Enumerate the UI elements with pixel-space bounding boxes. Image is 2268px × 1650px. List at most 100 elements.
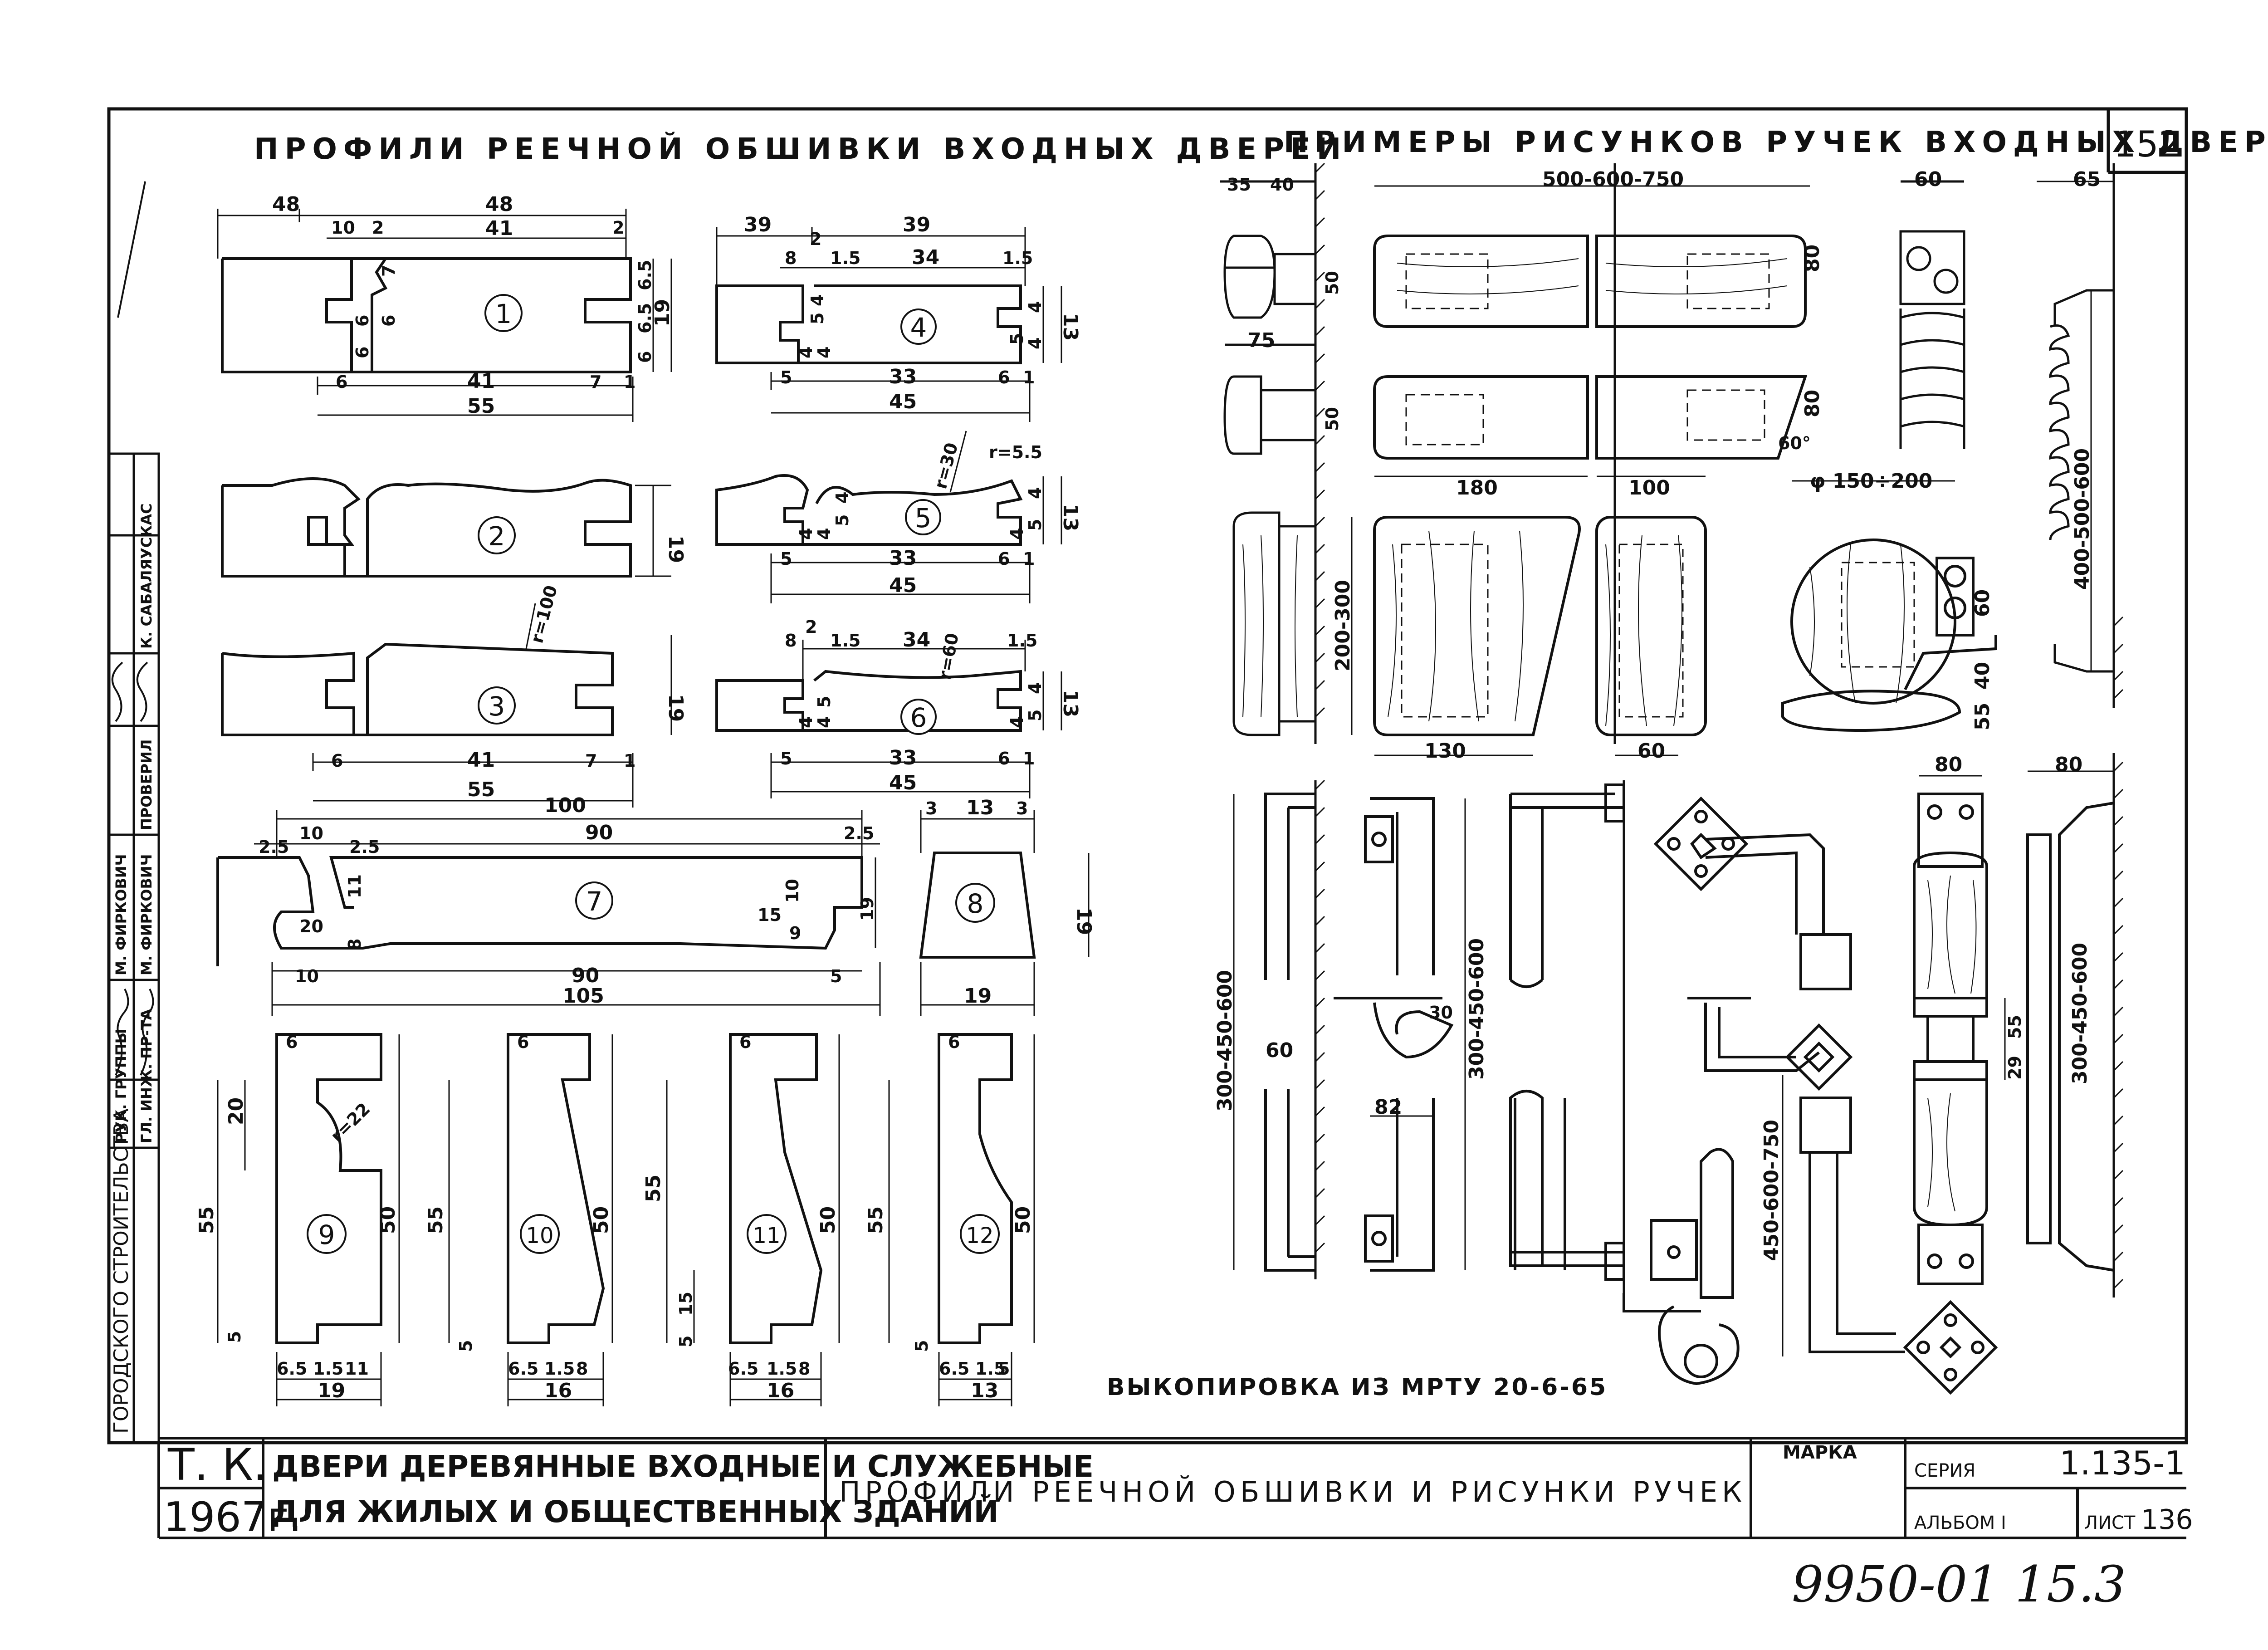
profile-number-6: 6 (910, 702, 927, 733)
h-i1: 29 (2005, 1056, 2025, 1080)
p6-r: r=60 (935, 632, 963, 681)
p7-a8: 19 (857, 897, 877, 921)
p8-t2: 13 (966, 796, 994, 819)
handle-twisted (1899, 180, 1965, 449)
p10-t: 6 (517, 1032, 529, 1052)
p6-s1: 4 (796, 716, 816, 728)
profile-3: 3 r=100 19 6 41 7 1 55 (221, 583, 687, 808)
p5-b4: 1 (1023, 549, 1035, 569)
handle-knob-side-1 (1220, 180, 1317, 346)
profile-number-3: 3 (489, 691, 505, 722)
p5-s1: 4 (796, 528, 816, 540)
p9-h3: 50 (376, 1206, 400, 1234)
handle-pipe-bottom (1514, 1098, 1740, 1386)
p10-h1: 55 (424, 1206, 447, 1234)
p6-r-c: 4 (1007, 716, 1027, 728)
tb-sheet-title: ПРОФИЛИ РЕЕЧНОЙ ОБШИВКИ И РИСУНКИ РУЧЕК (839, 1475, 1746, 1508)
stamp-role-2: ГЛ. ИНЖ. ПР-ТА (138, 1009, 155, 1143)
p7-b2: 90 (572, 964, 599, 987)
p4-r4: 13 (1059, 313, 1082, 341)
p3-b1: 6 (331, 751, 343, 771)
handle-round (1781, 480, 1997, 732)
p5-s4: 4 (832, 492, 852, 504)
h-c1: 60 (1914, 168, 1942, 191)
tb-tk: Т. К. (167, 1439, 267, 1490)
p11-b2: 1.5 (767, 1359, 797, 1379)
tb-list-value: 136 (2141, 1504, 2193, 1536)
p10-b1: 6.5 (508, 1359, 538, 1379)
h-b4: 60° (1778, 433, 1811, 453)
p9-h4: 5 (225, 1331, 244, 1343)
p10-h2: 50 (590, 1206, 613, 1234)
p10-b2: 1.5 (544, 1359, 575, 1379)
p5-s2: 4 (814, 528, 834, 540)
handle-block-small (1595, 516, 1707, 756)
side-stamp (108, 452, 160, 1444)
p9-b1: 6.5 (277, 1359, 307, 1379)
tb-series-label: СЕРИЯ (1914, 1460, 1975, 1481)
p3-total: 55 (467, 778, 495, 801)
p5-total: 45 (889, 574, 917, 597)
handle-knob-side-2 (1223, 375, 1317, 455)
p12-total: 13 (971, 1379, 998, 1402)
p1-t4: 2 (612, 218, 624, 238)
p7-top: 100 (544, 794, 586, 817)
p7-t2: 10 (299, 823, 323, 843)
p9-h1: 20 (225, 1097, 248, 1125)
profile-number-7: 7 (586, 886, 603, 917)
p4-top-b: 39 (903, 213, 930, 236)
p7-a5: 10 (782, 879, 802, 903)
p8-t1: 3 (925, 798, 937, 818)
p1-total: 55 (467, 395, 495, 418)
profile-2: 2 19 (221, 477, 687, 578)
h-c3: 60 (1971, 589, 1994, 617)
p5-r-a: 4 (1025, 487, 1045, 499)
p11-b1: 6.5 (728, 1359, 758, 1379)
h-c4: 40 (1971, 662, 1994, 690)
p3-h: 19 (664, 694, 687, 722)
profile-number-8: 8 (967, 888, 984, 919)
profile-number-12: 12 (966, 1223, 993, 1249)
p4-s2: 5 (807, 313, 827, 324)
profile-number-4: 4 (910, 312, 927, 343)
p7-total: 105 (562, 984, 604, 1008)
profile-12: 12 6 55 50 5 6.5 1.5 5 13 (864, 1032, 1035, 1406)
h-f1: 80 (1935, 753, 1962, 776)
p12-h3: 5 (912, 1340, 932, 1352)
p6-t2: 2 (805, 617, 817, 637)
profile-11: 11 6 55 50 15 5 6.5 1.5 8 16 (642, 1032, 840, 1406)
p6-r-b: 5 (1025, 710, 1045, 721)
p7-a6: 15 (758, 905, 782, 925)
p8-h: 19 (1072, 907, 1095, 935)
p5-b1: 5 (780, 549, 792, 569)
handle-plank-1 (1373, 235, 1807, 328)
profile-number-9: 9 (318, 1219, 335, 1250)
p1-b1: 6 (336, 372, 347, 392)
p4-r3: 4 (1025, 338, 1045, 349)
h-b2: 80 (1801, 245, 1824, 272)
p6-t3: 1.5 (830, 631, 860, 651)
tb-title-2: ДЛЯ ЖИЛЫХ И ОБЩЕСТВЕННЫХ ЗДАНИЙ (272, 1494, 999, 1529)
p4-b2: 33 (889, 365, 917, 388)
h-b3: 80 (1801, 390, 1824, 417)
p4-t1: 8 (785, 248, 797, 268)
p7-b1: 10 (295, 966, 319, 986)
profile-5: 5 r=30 r=5.5 4 4 5 4 4 5 4 13 5 33 6 1 4… (715, 431, 1082, 603)
p10-h3: 5 (456, 1340, 476, 1352)
tb-year: 1967г. (163, 1493, 302, 1541)
p3-r: r=100 (527, 583, 561, 645)
profile-number-11: 11 (753, 1223, 780, 1249)
profile-10: 10 6 55 50 5 6.5 1.5 8 16 (424, 1032, 613, 1406)
p6-b2: 33 (889, 746, 917, 769)
h-a2: 40 (1270, 175, 1294, 195)
profile-number-10: 10 (526, 1223, 553, 1249)
p10-total: 16 (544, 1379, 572, 1402)
p12-h1: 55 (864, 1206, 887, 1234)
p4-r1: 4 (1025, 301, 1045, 313)
handle-spiral-rod (2037, 181, 2114, 673)
h-f2: 80 (2055, 753, 2082, 776)
p5-b3: 6 (998, 549, 1010, 569)
p11-h4: 5 (676, 1336, 696, 1347)
p11-t: 6 (739, 1032, 751, 1052)
p7-a3: 20 (299, 916, 323, 936)
